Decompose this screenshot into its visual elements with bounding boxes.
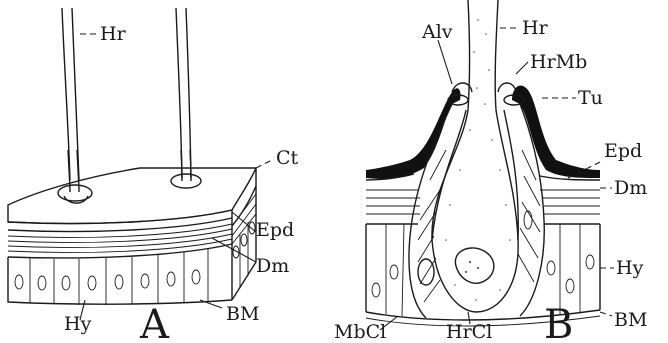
panel-b-letter: B xyxy=(544,302,573,343)
label-a-basement-membrane: BM xyxy=(226,303,259,325)
label-b-membrane-cell: MbCl xyxy=(334,321,386,343)
label-b-dermis: Dm xyxy=(614,177,647,199)
label-b-hair-cell: HrCl xyxy=(446,321,492,343)
label-a-cuticle: Ct xyxy=(276,147,299,169)
membrane-hatching xyxy=(418,150,540,302)
label-a-dermis: Dm xyxy=(256,255,289,277)
hair-shaft-b xyxy=(432,0,518,312)
label-b-hypodermis: Hy xyxy=(616,257,644,279)
label-a-hypodermis: Hy xyxy=(64,313,92,335)
label-b-basement-membrane: BM xyxy=(614,309,647,331)
label-b-hair: Hr xyxy=(522,17,549,39)
label-a-hair: Hr xyxy=(100,23,127,45)
panel-a: Hr Ct Epd Dm BM Hy A xyxy=(8,8,299,343)
panel-a-letter: A xyxy=(139,302,170,343)
label-b-alveolus: Alv xyxy=(421,21,453,43)
cuticle-surface xyxy=(8,168,256,224)
hair-cell-nucleus xyxy=(455,248,494,283)
hypodermis-cells-a xyxy=(15,222,255,305)
label-b-hair-membrane: HrMb xyxy=(530,51,587,73)
panel-b: Alv Hr HrMb Tu Epd Dm Hy BM MbCl HrCl B xyxy=(334,0,647,343)
cuticle-dark xyxy=(366,88,461,179)
dermis-lamellae-b xyxy=(366,174,600,224)
dermis-lamellae-a xyxy=(8,224,232,253)
label-b-tubercle: Tu xyxy=(578,87,603,109)
label-a-epidermis: Epd xyxy=(256,219,294,241)
label-b-epidermis: Epd xyxy=(604,140,642,162)
